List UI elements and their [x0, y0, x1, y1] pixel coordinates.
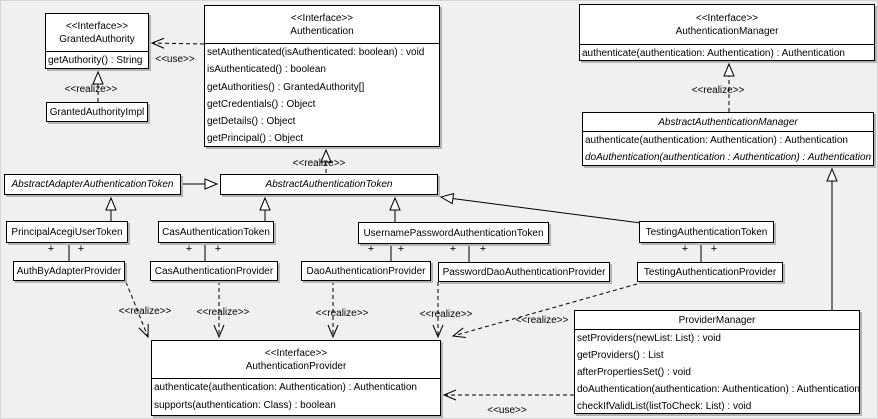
realize-label: <<realize>> — [692, 85, 745, 96]
realize-label: <<realize>> — [119, 306, 172, 317]
class-header: ProviderManager — [575, 311, 859, 330]
method-label: setAuthenticated(isAuthenticated: boolea… — [207, 47, 425, 58]
method-label: doAuthentication(authentication : Authen… — [585, 152, 872, 163]
realize-label: <<realize>> — [516, 315, 569, 326]
realize-label: <<realize>> — [420, 309, 473, 320]
class-name: TestingAuthenticationProvider — [643, 266, 777, 278]
class-provider-manager[interactable]: ProviderManager setProviders(newList: Li… — [574, 310, 860, 414]
class-authentication[interactable]: <<Interface>> Authentication setAuthenti… — [204, 5, 440, 147]
class-name: DaoAuthenticationProvider — [306, 265, 426, 277]
class-header: <<Interface>> GrantedAuthority — [46, 14, 148, 52]
class-dao-authentication-provider[interactable]: DaoAuthenticationProvider — [301, 261, 431, 281]
use-label: <<use>> — [487, 405, 527, 416]
class-name: AbstractAdapterAuthenticationToken — [11, 179, 174, 190]
class-cas-authentication-provider[interactable]: CasAuthenticationProvider — [150, 261, 278, 281]
class-header: <<Interface>> Authentication — [205, 6, 439, 44]
class-username-password-authentication-token[interactable]: UsernamePasswordAuthenticationToken — [358, 222, 549, 244]
class-name: UsernamePasswordAuthenticationToken — [363, 227, 544, 239]
method-label: isAuthenticated() : boolean — [207, 64, 326, 76]
class-name: AuthByAdapterProvider — [16, 265, 122, 277]
association-end-label: + — [450, 243, 456, 255]
class-name: AuthenticationManager — [675, 25, 779, 37]
class-name: PasswordDaoAuthenticationProvider — [442, 266, 606, 278]
method-label: getDetails() : Object — [207, 116, 296, 128]
class-authentication-manager[interactable]: <<Interface>> AuthenticationManager auth… — [579, 4, 875, 61]
class-header: AbstractAuthenticationManager — [583, 113, 873, 132]
stereotype-label: <<Interface>> — [65, 20, 129, 32]
class-granted-authority[interactable]: <<Interface>> GrantedAuthority getAuthor… — [45, 13, 149, 69]
association-end-label: + — [48, 243, 54, 255]
association-end-label: + — [480, 243, 486, 255]
class-testing-authentication-provider[interactable]: TestingAuthenticationProvider — [637, 262, 783, 282]
association-end-label: + — [682, 243, 688, 255]
class-header: <<Interface>> AuthenticationProvider — [152, 341, 440, 379]
class-header: <<Interface>> AuthenticationManager — [580, 5, 874, 45]
method-label: authenticate(authentication: Authenticat… — [582, 48, 845, 59]
method-label: getAuthorities() : GrantedAuthority[] — [207, 81, 365, 93]
class-principal-acegi-user-token[interactable]: PrincipalAcegiUserToken — [6, 221, 128, 243]
use-label: <<use>> — [155, 54, 195, 65]
class-name: Authentication — [290, 25, 354, 37]
association-end-label: + — [711, 243, 717, 255]
edge-use-authentication-grantedauthority — [152, 43, 205, 44]
class-abstract-adapter-authentication-token[interactable]: AbstractAdapterAuthenticationToken — [4, 174, 181, 195]
class-name: AbstractAuthenticationToken — [265, 179, 393, 190]
method-label: authenticate(authentication: Authenticat… — [585, 135, 848, 146]
class-name: PrincipalAcegiUserToken — [11, 226, 123, 238]
method-label: checkIfValidList(listToCheck: List) : vo… — [577, 401, 752, 412]
class-password-dao-authentication-provider[interactable]: PasswordDaoAuthenticationProvider — [438, 262, 610, 282]
class-testing-authentication-token[interactable]: TestingAuthenticationToken — [639, 221, 774, 243]
class-name: AuthenticationProvider — [245, 360, 347, 372]
class-name: ProviderManager — [678, 314, 756, 326]
class-abstract-authentication-token[interactable]: AbstractAuthenticationToken — [220, 174, 438, 195]
edge-realize-authbyadapterprovider — [125, 281, 148, 337]
class-name: TestingAuthenticationToken — [645, 226, 768, 238]
class-auth-by-adapter-provider[interactable]: AuthByAdapterProvider — [13, 261, 125, 281]
association-end-label: + — [215, 243, 221, 255]
method-label: authenticate(authentication: Authenticat… — [154, 382, 417, 393]
edge-gen-testingauthenticationtoken — [441, 197, 642, 224]
method-label: afterPropertiesSet() : void — [577, 367, 691, 378]
association-end-label: + — [78, 243, 84, 255]
stereotype-label: <<Interface>> — [290, 12, 354, 24]
method-label: getPrincipal() : Object — [207, 133, 304, 145]
class-name: CasAuthenticationProvider — [154, 265, 274, 277]
association-end-label: + — [186, 243, 192, 255]
method-label: getAuthority() : String — [48, 55, 143, 66]
class-authentication-provider[interactable]: <<Interface>> AuthenticationProvider aut… — [151, 340, 441, 416]
stereotype-label: <<Interface>> — [695, 12, 759, 24]
realize-label: <<realize>> — [293, 158, 346, 169]
class-cas-authentication-token[interactable]: CasAuthenticationToken — [158, 221, 274, 243]
stereotype-label: <<Interface>> — [264, 347, 328, 359]
class-name: GrantedAuthorityImpl — [49, 106, 145, 118]
realize-label: <<realize>> — [316, 308, 369, 319]
class-name: CasAuthenticationToken — [162, 226, 270, 238]
class-abstract-authentication-manager[interactable]: AbstractAuthenticationManager authentica… — [582, 112, 874, 166]
method-label: getCredentials() : Object — [207, 98, 316, 110]
class-granted-authority-impl[interactable]: GrantedAuthorityImpl — [46, 102, 148, 122]
realize-label: <<realize>> — [65, 84, 118, 95]
class-name: GrantedAuthority — [59, 33, 135, 45]
association-end-label: + — [368, 243, 374, 255]
class-name: AbstractAuthenticationManager — [658, 116, 798, 128]
method-label: doAuthentication(authentication: Authent… — [577, 384, 859, 395]
method-label: supports(authentication: Class) : boolea… — [154, 400, 336, 411]
realize-label: <<realize>> — [197, 307, 250, 318]
method-label: getProviders() : List — [577, 350, 664, 361]
method-label: setProviders(newList: List) : void — [577, 333, 721, 344]
association-end-label: + — [398, 243, 404, 255]
